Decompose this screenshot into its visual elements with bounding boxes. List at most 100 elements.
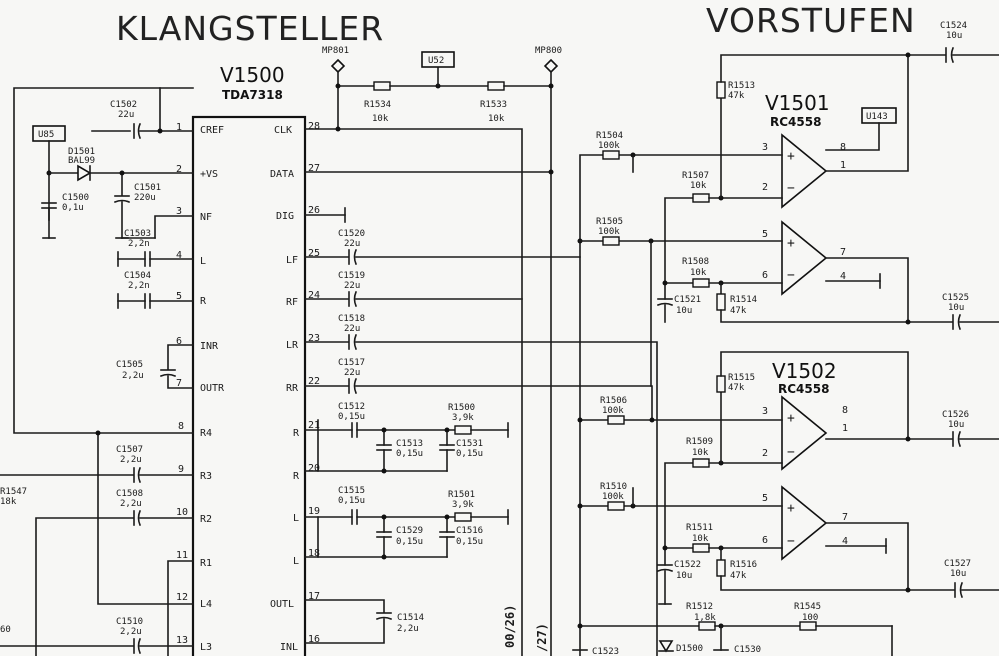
cap-c1524-b (950, 46, 955, 64)
label-d1501-ref: D1501 (68, 147, 95, 157)
ic-v1500-part: TDA7318 (222, 88, 283, 102)
wire-v1501-in3 (579, 154, 783, 656)
v1501-pin-7: 7 (840, 247, 846, 258)
v1501-pin-4: 4 (840, 271, 846, 282)
label-r1501-val: 3,9k (452, 500, 474, 510)
cap-c1501-b (113, 199, 131, 204)
pin-num-4: 4 (176, 250, 182, 261)
pin-name-l-19: L (293, 513, 299, 524)
label-c1527-val: 10u (950, 569, 966, 579)
cap-c1520-b (353, 248, 358, 266)
title-vorstufen: VORSTUFEN (706, 1, 916, 40)
label-c1520-ref: C1520 (338, 229, 365, 239)
label-r1511-ref: R1511 (686, 523, 713, 533)
label-c1510-val: 2,2u (120, 627, 142, 637)
pin-name-cref: CREF (200, 125, 224, 136)
label-r1505-ref: R1505 (596, 217, 623, 227)
v1501-pin-6: 6 (762, 270, 768, 281)
label-c1501-val: 220u (134, 193, 156, 203)
junction (381, 554, 387, 560)
pin-num-22: 22 (308, 376, 320, 387)
label-c1508-ref: C1508 (116, 489, 143, 499)
pin-num-25: 25 (308, 248, 320, 259)
label-c1518-val: 22u (344, 324, 360, 334)
pin-name-r-21: R (293, 428, 300, 439)
cap-c1507-b (137, 466, 142, 484)
label-c1531-val: 0,15u (456, 449, 483, 459)
mp801-marker (330, 58, 346, 74)
pin-name-rr: RR (286, 383, 299, 394)
pin-name-lr: LR (286, 340, 299, 351)
v1502-pin-3: 3 (762, 406, 768, 417)
label-d1501-val: BAL99 (68, 156, 95, 166)
label-c1503-ref: C1503 (124, 229, 151, 239)
junction (381, 427, 387, 433)
pin-name-outr: OUTR (200, 383, 225, 394)
res-r1510 (607, 501, 625, 511)
label-u85: U85 (38, 130, 54, 140)
label-r1534-val: 10k (372, 114, 389, 124)
label-c1500-ref: C1500 (62, 193, 89, 203)
label-c1514-ref: C1514 (397, 613, 424, 623)
label-c1520-val: 22u (344, 239, 360, 249)
junction (577, 417, 583, 423)
left-wiring: C1502 22u U85 D1501 BAL99 C1500 0,1u C15… (0, 87, 194, 656)
bus-wiring: MP801 MP800 U52 R1534 10k R1533 10k (304, 46, 658, 656)
pin-name-data: DATA (270, 169, 294, 180)
label-c1504-ref: C1504 (124, 271, 151, 281)
pin-num-16: 16 (308, 634, 320, 645)
junction (335, 126, 341, 132)
label-c1507-ref: C1507 (116, 445, 143, 455)
cap-c1502-b (137, 122, 142, 140)
pin-name-outl: OUTL (270, 599, 294, 610)
svg-text:+: + (787, 236, 795, 251)
res-r1509 (692, 458, 710, 468)
cap-c1517-b (353, 377, 358, 395)
tda-left-pins: CREF 1 +VS 2 NF 3 L 4 R 5 INR 6 OUTR 7 R… (176, 122, 225, 653)
label-page-ref-b: /27) (535, 623, 549, 652)
res-r1514 (716, 293, 726, 311)
pin-num-17: 17 (308, 591, 320, 602)
junction (905, 436, 911, 442)
label-r1501-ref: R1501 (448, 490, 475, 500)
pin-num-21: 21 (308, 420, 320, 431)
ic-v1501-part: RC4558 (770, 115, 821, 129)
label-page-ref-a: 00/26) (503, 605, 517, 648)
v1501-pin-5: 5 (762, 229, 768, 240)
label-r1511-val: 10k (692, 534, 709, 544)
cap-c1508-b (137, 509, 142, 527)
pin-name-lf: LF (286, 255, 298, 266)
pin-num-27: 27 (308, 163, 320, 174)
wire-r1509-left (664, 462, 694, 566)
label-r1533-val: 10k (488, 114, 505, 124)
pin-name-r1: R1 (200, 558, 212, 569)
box-u52 (421, 51, 455, 68)
label-c1531-ref: C1531 (456, 439, 483, 449)
label-c1525-ref: C1525 (942, 293, 969, 303)
label-u143: U143 (866, 112, 888, 122)
label-c1501-ref: C1501 (134, 183, 161, 193)
ic-v1500: V1500 TDA7318 (191, 63, 307, 656)
wire-clk (304, 128, 523, 656)
label-c1529-val: 0,15u (396, 537, 423, 547)
res-r1534 (373, 81, 391, 91)
label-r1514-val: 47k (730, 306, 747, 316)
label-c1524-ref: C1524 (940, 21, 967, 31)
cap-c1510-b (137, 637, 142, 655)
ic-v1500-body (191, 115, 307, 656)
wire-pin11 (167, 560, 194, 656)
pin-num-13: 13 (176, 635, 188, 646)
label-c1512-val: 0,15u (338, 412, 365, 422)
label-c1510-ref: C1510 (116, 617, 143, 627)
pin-name-l: L (200, 256, 206, 267)
label-r1515-ref: R1515 (728, 373, 755, 383)
label-r1513-ref: R1513 (728, 81, 755, 91)
res-r1515 (716, 375, 726, 393)
label-c1522-ref: C1522 (674, 560, 701, 570)
pin-name-l-18: L (293, 556, 299, 567)
pin-num-9: 9 (178, 464, 184, 475)
v1502-pin-4: 4 (842, 536, 848, 547)
label-c1525-val: 10u (948, 303, 964, 313)
label-c1521-val: 10u (676, 306, 692, 316)
label-c1505-val: 2,2u (122, 371, 144, 381)
